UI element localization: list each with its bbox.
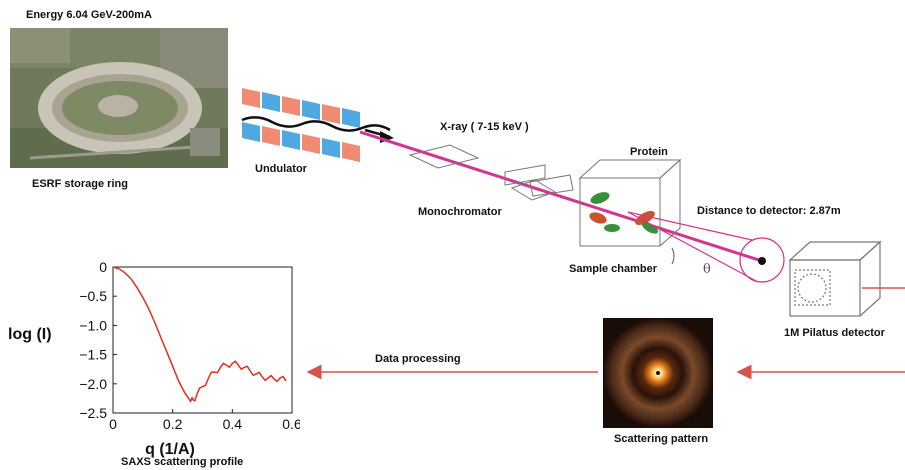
y-tick-label: −2.5 — [79, 405, 107, 421]
beam-spot — [758, 257, 766, 265]
electron-path — [241, 116, 391, 132]
plot-frame — [112, 266, 293, 414]
protein-label: Protein — [630, 146, 668, 158]
storage-ring-photo — [10, 28, 228, 168]
saxs-curve — [112, 266, 287, 403]
y-tick-label: −2.0 — [79, 376, 107, 392]
y-tick-label: −1.5 — [79, 347, 107, 363]
energy-label: Energy 6.04 GeV-200mA — [26, 9, 152, 21]
distance-label: Distance to detector: 2.87m — [697, 205, 841, 217]
storage-ring-label: ESRF storage ring — [32, 178, 128, 190]
saxs-profile-label: SAXS scattering profile — [121, 456, 244, 468]
x-tick-label: 0.6 — [282, 416, 300, 432]
y-axis-label: log (I) — [8, 326, 52, 343]
y-tick-label: −0.5 — [79, 288, 107, 304]
theta-label: θ — [703, 262, 711, 277]
scattering-cone — [627, 211, 785, 283]
x-tick-label: 0.2 — [163, 416, 183, 432]
xray-label: X-ray ( 7-15 keV ) — [440, 121, 529, 133]
detector-label: 1M Pilatus detector — [784, 327, 885, 339]
saxs-plot: log (I) q (1/A) 0 0.2 0.4 0.6 0 −0.5 −1.0 −1.5 −… — [8, 259, 300, 458]
x-axis-label: q (1/A) — [145, 441, 195, 458]
y-tick-label: 0 — [99, 259, 107, 275]
data-processing-label: Data processing — [375, 353, 461, 365]
scattering-pattern-label: Scattering pattern — [614, 433, 709, 445]
x-tick-label: 0.4 — [223, 416, 243, 432]
y-tick-label: −1.0 — [79, 317, 107, 333]
sample-chamber-label: Sample chamber — [569, 263, 658, 275]
protein-molecules — [589, 192, 659, 234]
monochromator — [408, 144, 574, 201]
monochromator-label: Monochromator — [418, 206, 502, 218]
sample-chamber — [578, 158, 682, 247]
x-tick-label: 0 — [109, 416, 117, 432]
xray-beam — [359, 130, 766, 264]
pilatus-detector — [788, 240, 882, 317]
undulator-magnets — [242, 88, 360, 162]
undulator-label: Undulator — [255, 163, 307, 175]
